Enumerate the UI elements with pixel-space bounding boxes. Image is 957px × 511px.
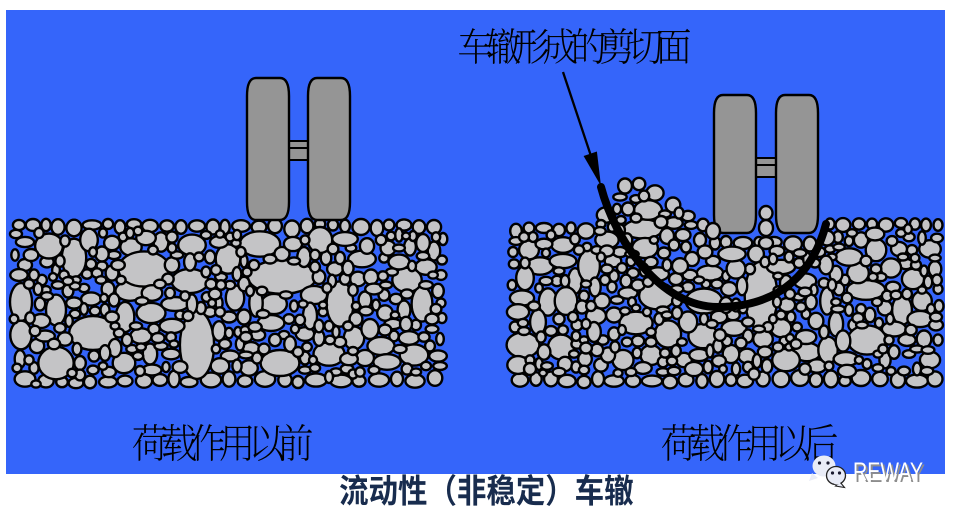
svg-text:REWAY: REWAY: [855, 460, 925, 488]
svg-text:REWAY: REWAY: [853, 458, 923, 486]
